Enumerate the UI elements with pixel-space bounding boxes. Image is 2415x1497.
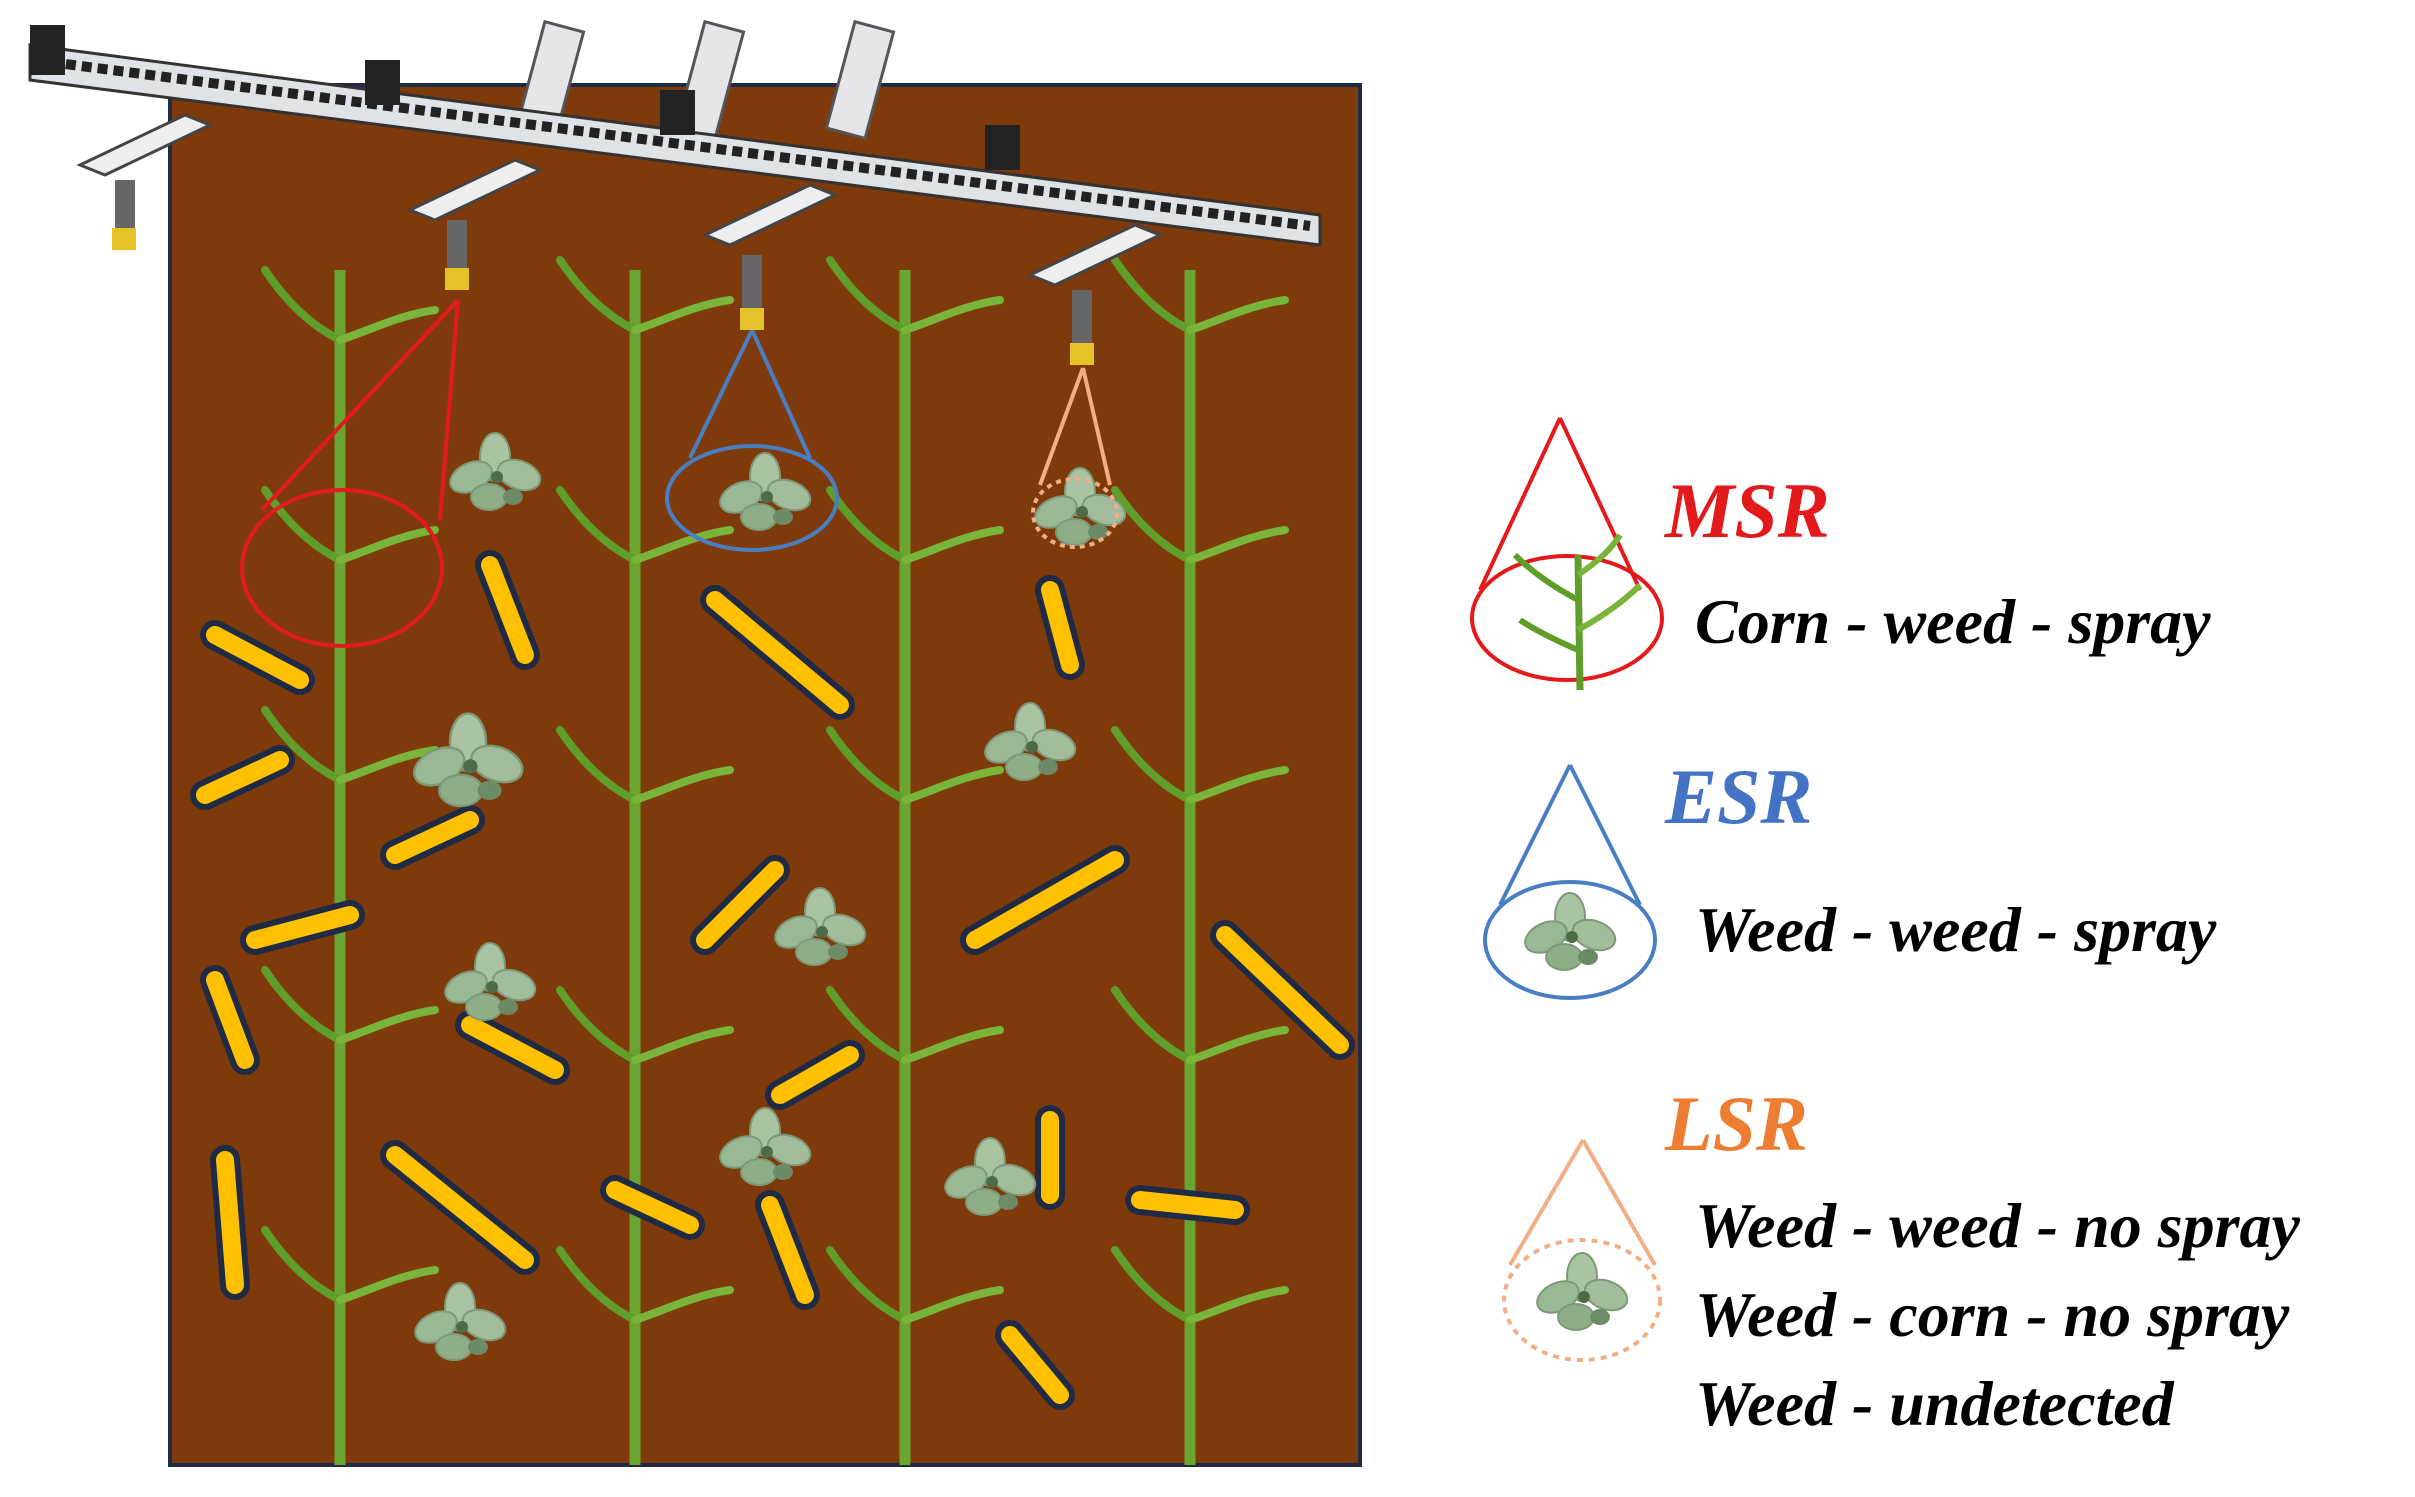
gantry-sprayer <box>28 19 1322 365</box>
legend-esr-icon <box>1483 764 1657 1000</box>
legend-lsr-line: Weed - corn - no spray <box>1695 1279 2290 1350</box>
weed-plant-icon <box>1519 892 1621 971</box>
spray-nozzle <box>1070 290 1094 365</box>
spray-nozzle <box>445 220 469 290</box>
lsr-cone <box>1031 367 1119 549</box>
spray-nozzle <box>740 255 764 330</box>
weed-plant-icon <box>1531 1252 1633 1331</box>
legend-msr-icon <box>1470 417 1664 691</box>
msr-cone <box>240 298 460 648</box>
legend-lsr-line: Weed - undetected <box>1695 1368 2174 1439</box>
legend-lsr-icon <box>1502 1138 1662 1362</box>
legend-esr-line: Weed - weed - spray <box>1695 894 2217 965</box>
legend-lsr-title: LSR <box>1665 1080 1809 1167</box>
corn-plant-icon <box>1512 533 1643 691</box>
legend-lsr-line: Weed - weed - no spray <box>1695 1190 2300 1261</box>
spray-nozzle <box>112 180 136 250</box>
esr-cone <box>665 329 839 552</box>
legend-esr-title: ESR <box>1665 753 1813 840</box>
field-spray-cones <box>240 298 1119 648</box>
gantry-column <box>824 19 896 141</box>
legend-msr-title: MSR <box>1665 467 1830 554</box>
corn-rows <box>265 260 1285 1465</box>
legend-msr-line: Corn - weed - spray <box>1695 586 2211 657</box>
